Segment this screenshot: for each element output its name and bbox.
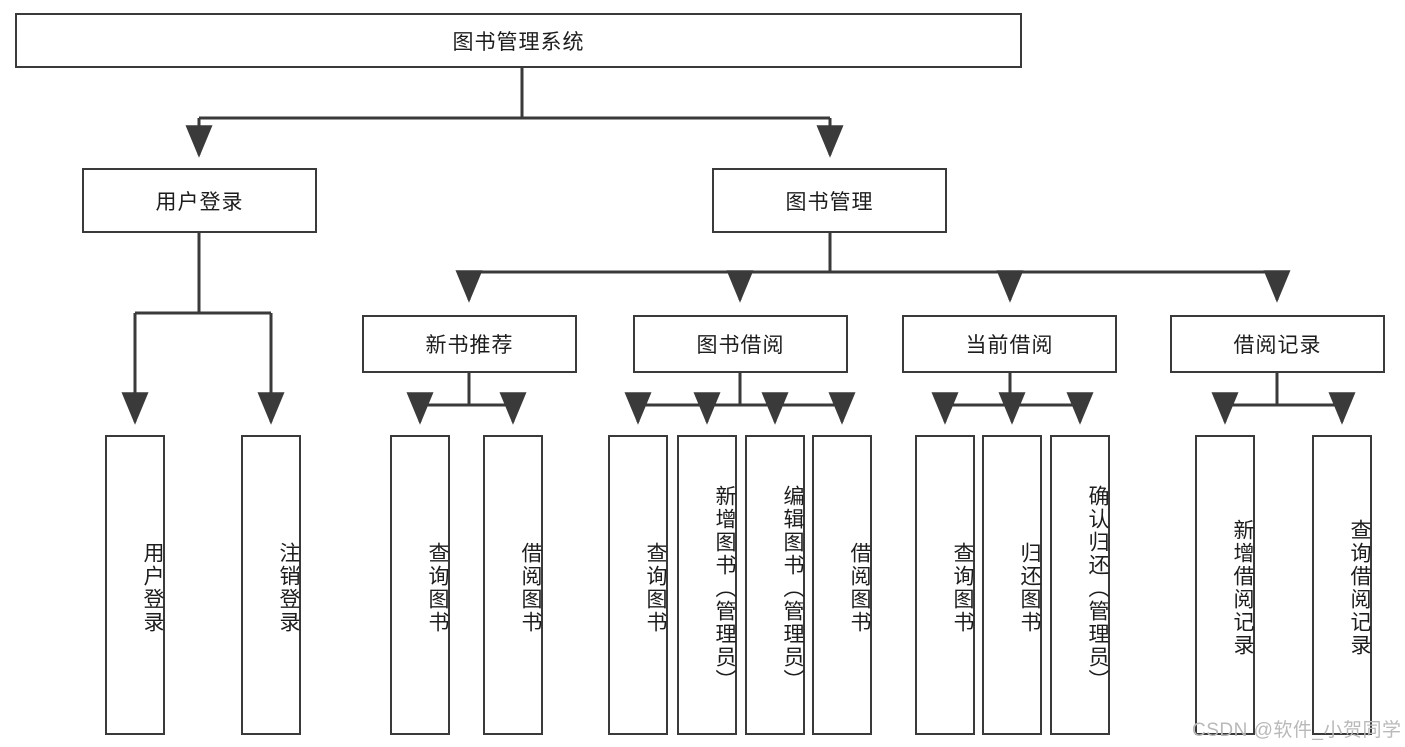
node-label: 图书管理系统 [452,30,585,54]
leaf-borrow-book[interactable]: 借阅图书 [812,435,872,735]
leaf-edit-book-admin[interactable]: 编辑图书（管理员） [745,435,805,735]
node-label: 查询借阅记录 [1348,519,1371,657]
node-current-borrow[interactable]: 当前借阅 [902,315,1117,373]
node-book-borrow[interactable]: 图书借阅 [633,315,848,373]
node-new-book-recommend[interactable]: 新书推荐 [362,315,577,373]
node-label: 确认归还（管理员） [1086,484,1109,692]
leaf-query-book-recommend[interactable]: 查询图书 [390,435,450,735]
node-label: 用户登录 [141,542,164,634]
leaf-add-book-admin[interactable]: 新增图书（管理员） [677,435,737,735]
leaf-confirm-return-admin[interactable]: 确认归还（管理员） [1050,435,1110,735]
node-label: 新增借阅记录 [1231,519,1254,657]
node-label: 新增图书（管理员） [713,484,736,692]
node-label: 借阅图书 [848,542,871,634]
node-label: 编辑图书（管理员） [781,484,804,692]
leaf-add-borrow-record[interactable]: 新增借阅记录 [1195,435,1255,735]
node-label: 归还图书 [1018,542,1041,634]
node-label: 注销登录 [277,542,300,634]
leaf-query-borrow-record[interactable]: 查询借阅记录 [1312,435,1372,735]
node-label: 用户登录 [155,190,244,214]
node-label: 图书管理 [785,190,874,214]
node-book-management[interactable]: 图书管理 [712,168,947,233]
csdn-watermark: CSDN @软件_小贺同学 [1192,720,1402,741]
leaf-logout[interactable]: 注销登录 [241,435,301,735]
node-label: 借阅图书 [519,542,542,634]
node-user-login[interactable]: 用户登录 [82,168,317,233]
node-borrow-record[interactable]: 借阅记录 [1170,315,1385,373]
node-root[interactable]: 图书管理系统 [15,13,1022,68]
leaf-query-book-borrow[interactable]: 查询图书 [608,435,668,735]
node-label: 借阅记录 [1233,334,1322,357]
leaf-return-book[interactable]: 归还图书 [982,435,1042,735]
node-label: 当前借阅 [965,334,1054,357]
leaf-query-book-current[interactable]: 查询图书 [915,435,975,735]
leaf-user-login[interactable]: 用户登录 [105,435,165,735]
leaf-borrow-book-recommend[interactable]: 借阅图书 [483,435,543,735]
node-label: 查询图书 [644,542,667,634]
node-label: 图书借阅 [696,334,785,357]
node-label: 新书推荐 [425,334,514,357]
node-label: 查询图书 [426,542,449,634]
node-label: 查询图书 [951,542,974,634]
